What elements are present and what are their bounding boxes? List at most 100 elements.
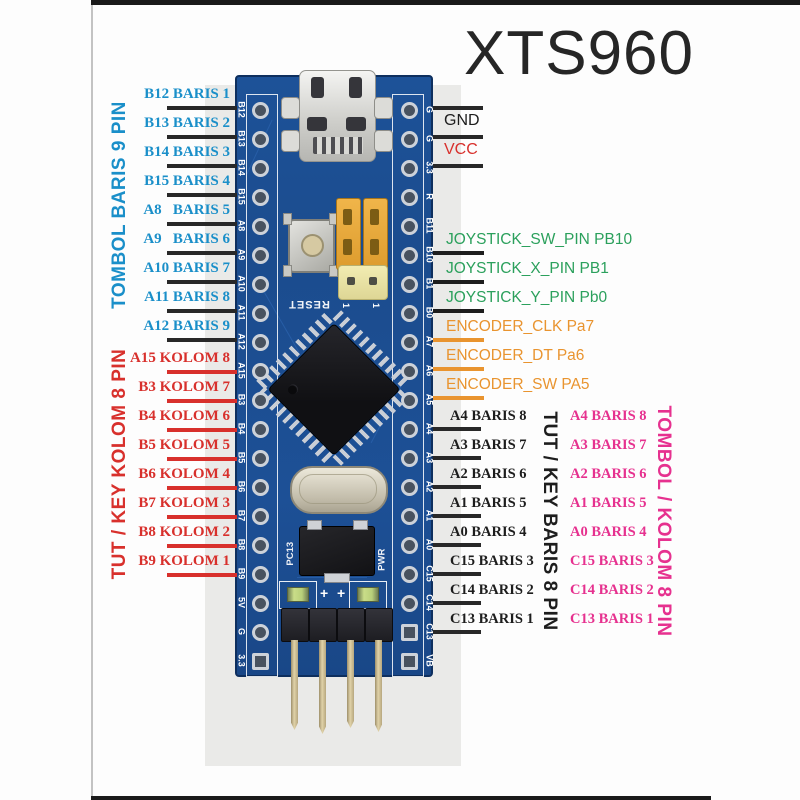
pin-silkscreen-right: VB xyxy=(424,654,435,667)
lead-line-right xyxy=(433,514,481,518)
stm32-board: RESET 1 1 xyxy=(235,70,435,734)
pin-hole xyxy=(252,508,269,525)
boot-mark: 1 xyxy=(341,302,352,309)
lead-line-right xyxy=(433,135,483,139)
power-led xyxy=(349,581,387,609)
pin-annotation-right-pink: C15 BARIS 3 xyxy=(570,553,654,569)
pin-hole xyxy=(401,160,418,177)
pwr-silkscreen: PWR xyxy=(376,548,388,571)
lead-line-right xyxy=(433,106,483,110)
reset-silkscreen: RESET xyxy=(288,298,330,310)
lead-line-left xyxy=(167,193,237,197)
pin-annotation-right-black: A4 BARIS 8 xyxy=(450,408,527,424)
crystal-detail xyxy=(299,474,377,504)
pin-annotation-left: B12 BARIS 1 xyxy=(144,86,230,102)
pin-hole xyxy=(252,131,269,148)
pin-hole xyxy=(401,102,418,119)
signal-annotation: ENCODER_DT Pa6 xyxy=(446,347,585,364)
swd-pin[interactable] xyxy=(347,640,354,728)
pin-silkscreen-left: A11 xyxy=(236,304,247,321)
pin-hole xyxy=(252,247,269,264)
reset-button[interactable] xyxy=(283,213,338,277)
led-polarity-mark: + xyxy=(337,585,346,601)
pin-hole xyxy=(401,624,418,641)
pin-hole xyxy=(252,624,269,641)
lead-line-left xyxy=(167,251,237,255)
pin-hole xyxy=(401,450,418,467)
pin-hole xyxy=(401,421,418,438)
pin-hole xyxy=(401,247,418,264)
regulator-pad xyxy=(307,520,322,530)
pin-hole xyxy=(401,363,418,380)
pin-hole xyxy=(252,363,269,380)
pin-hole xyxy=(401,218,418,235)
jumper-cap-hole xyxy=(347,277,355,285)
boot0-jumper[interactable] xyxy=(336,198,361,270)
pin-silkscreen-left: A9 xyxy=(236,248,247,261)
pin-hole xyxy=(252,537,269,554)
lead-line-left xyxy=(167,222,237,226)
lead-line-left xyxy=(167,457,237,461)
pin-hole xyxy=(401,595,418,612)
pin-annotation-left: A9 BARIS 6 xyxy=(143,231,230,247)
pin-hole xyxy=(401,566,418,583)
signal-annotation: ENCODER_SW PA5 xyxy=(446,376,590,393)
lead-line-right xyxy=(433,485,481,489)
pin-annotation-left: B13 BARIS 2 xyxy=(144,115,230,131)
pin-annotation-left: B14 BARIS 3 xyxy=(144,144,230,160)
pin-annotation-right-black: A2 BARIS 6 xyxy=(450,466,527,482)
usb-detail xyxy=(349,77,362,98)
pin-annotation-right-black: A0 BARIS 4 xyxy=(450,524,527,540)
signal-annotation: ENCODER_CLK Pa7 xyxy=(446,318,595,335)
pin-annotation-right-black: C15 BARIS 3 xyxy=(450,553,534,569)
swd-pin[interactable] xyxy=(291,640,298,730)
lead-line-right xyxy=(433,601,481,605)
pin-hole xyxy=(401,334,418,351)
pin-annotation-right-black: A1 BARIS 5 xyxy=(450,495,527,511)
lead-line-left xyxy=(167,338,237,342)
boot1-jumper[interactable] xyxy=(363,198,388,270)
product-title: XTS960 xyxy=(464,19,695,88)
swd-pin[interactable] xyxy=(319,640,326,734)
usb-detail xyxy=(307,117,327,131)
crystal-oscillator xyxy=(290,466,388,514)
pin-annotation-left: A11 BARIS 8 xyxy=(144,289,230,305)
pin-hole xyxy=(252,276,269,293)
pin-annotation-left: B15 BARIS 4 xyxy=(144,173,230,189)
photo-top-bar xyxy=(91,0,800,5)
lead-line-right xyxy=(433,309,484,313)
pin-silkscreen-left: A10 xyxy=(236,275,247,292)
pin-hole xyxy=(252,450,269,467)
button-leg xyxy=(283,265,292,277)
pin-annotation-left: B4 KOLOM 6 xyxy=(138,408,230,424)
button-leg xyxy=(329,265,338,277)
signal-annotation: JOYSTICK_SW_PIN PB10 xyxy=(446,231,633,248)
lead-line-right xyxy=(433,164,483,168)
power-annotation: VCC xyxy=(444,141,478,158)
pin-annotation-right-black: C13 BARIS 1 xyxy=(450,611,534,627)
swd-header-block xyxy=(281,608,309,642)
swd-header-block xyxy=(365,608,393,642)
jumper-slot xyxy=(343,209,352,225)
pin-hole xyxy=(252,334,269,351)
pin-annotation-right-pink: A3 BARIS 7 xyxy=(570,437,647,453)
pin-silkscreen-left: B6 xyxy=(236,480,247,493)
regulator-pad xyxy=(324,573,350,583)
pin-annotation-left: B6 KOLOM 4 xyxy=(138,466,230,482)
led-polarity-mark: + xyxy=(320,585,329,601)
pin-annotation-left: A8 BARIS 5 xyxy=(143,202,230,218)
pin-hole xyxy=(401,189,418,206)
lead-line-left xyxy=(167,164,237,168)
lead-line-left xyxy=(167,399,237,403)
pin-hole xyxy=(252,479,269,496)
right-pink-group-title: TOMBOL / KOLOM 8 PIN xyxy=(653,405,674,637)
swd-pin[interactable] xyxy=(375,640,382,732)
pin-silkscreen-left: B13 xyxy=(236,130,247,147)
pin-silkscreen-left: B9 xyxy=(236,567,247,580)
usb-solder-pad xyxy=(281,130,300,152)
voltage-regulator xyxy=(299,526,375,576)
pin-annotation-right-black: C14 BARIS 2 xyxy=(450,582,534,598)
pin-silkscreen-left: A15 xyxy=(236,362,247,379)
pin-silkscreen-right: R xyxy=(424,193,435,200)
